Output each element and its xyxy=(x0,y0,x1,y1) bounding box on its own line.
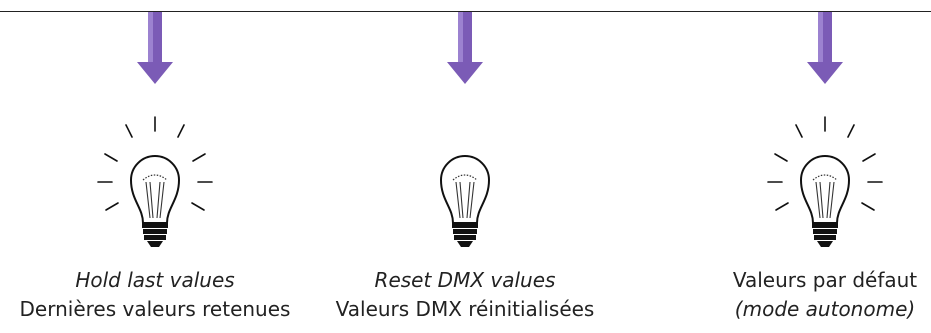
bulb-icon xyxy=(439,155,491,247)
top-divider xyxy=(0,11,931,12)
down-arrow-icon xyxy=(137,12,173,84)
caption-french: Valeurs par défaut xyxy=(732,268,918,292)
caption: Hold last values Dernières valeurs reten… xyxy=(0,266,310,324)
caption-french: Valeurs DMX réinitialisées xyxy=(335,297,595,321)
default-values-column: Valeurs par défaut (mode autonome) xyxy=(620,0,930,333)
down-arrow-icon xyxy=(447,12,483,84)
hold-last-values-column: Hold last values Dernières valeurs reten… xyxy=(0,0,310,333)
caption-mode-note: (mode autonome) xyxy=(734,297,916,321)
caption: Reset DMX values Valeurs DMX réinitialis… xyxy=(310,266,620,324)
lit-bulb-icon xyxy=(97,116,213,247)
caption-english: Reset DMX values xyxy=(374,268,556,292)
lit-bulb-icon xyxy=(767,116,883,247)
down-arrow-icon xyxy=(807,12,843,84)
caption: Valeurs par défaut (mode autonome) xyxy=(670,266,931,324)
caption-french: Dernières valeurs retenues xyxy=(19,297,291,321)
caption-english: Hold last values xyxy=(75,268,235,292)
reset-dmx-values-column: Reset DMX values Valeurs DMX réinitialis… xyxy=(310,0,620,333)
